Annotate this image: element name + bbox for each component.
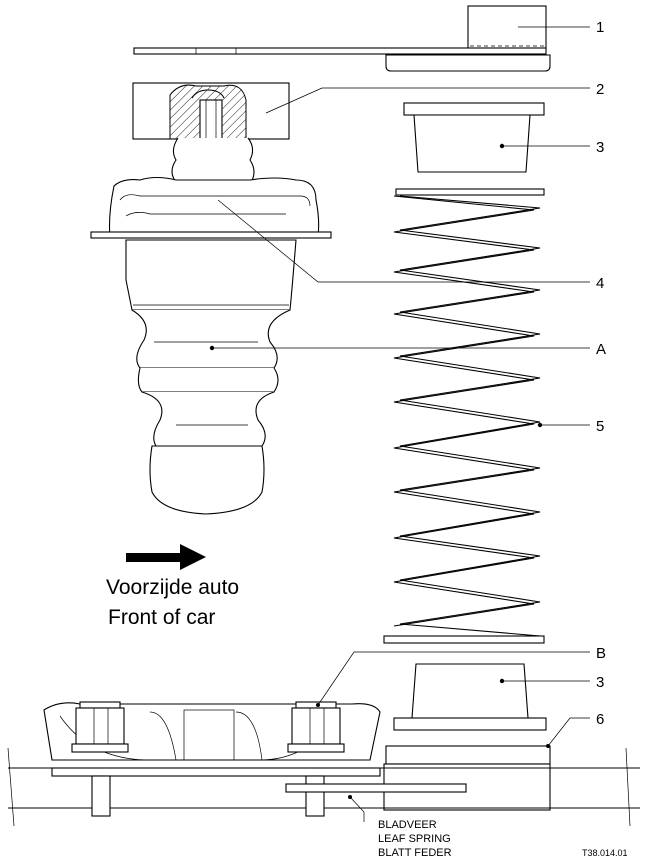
direction-label-english: Front of car: [108, 606, 215, 629]
callout-b: B: [596, 645, 606, 662]
callout-a: A: [596, 341, 606, 358]
part-5-coil-spring: [383, 188, 545, 644]
spring-label-english: LEAF SPRING: [378, 833, 451, 845]
callout-6: 6: [596, 711, 604, 728]
part-1-bracket: [133, 5, 551, 72]
callout-4: 4: [596, 275, 604, 292]
drawing-reference: T38.014.01: [582, 848, 628, 858]
leader-lines: [212, 26, 590, 822]
part-3-cup-top: [403, 102, 545, 173]
axle-mount: [43, 701, 381, 761]
callout-3-bottom: 3: [596, 674, 604, 691]
callout-5: 5: [596, 418, 604, 435]
spring-label-german: BLATT FEDER: [378, 847, 452, 859]
leaf-spring: [7, 747, 640, 827]
part-a-bump-stop: [90, 176, 332, 515]
callout-2: 2: [596, 81, 604, 98]
callout-1: 1: [596, 19, 604, 36]
callout-labels: 1 2 3 4 A 5 B 3 6: [596, 19, 606, 728]
front-direction-arrow: [126, 544, 206, 570]
direction-label-dutch: Voorzijde auto: [106, 576, 239, 599]
part-3-cup-bottom: [393, 663, 547, 731]
callout-3-top: 3: [596, 139, 604, 156]
part-6-pad: [383, 744, 551, 811]
spring-label-dutch: BLADVEER: [378, 819, 437, 831]
